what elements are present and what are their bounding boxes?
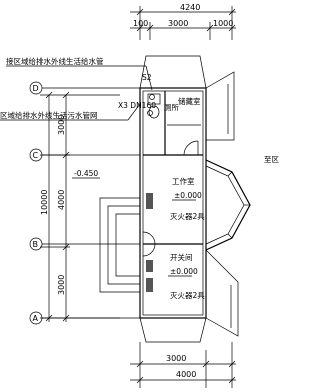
axis-a-bubble (29, 311, 43, 325)
dim-bottom-mid: 3000 (166, 354, 186, 363)
outside-level: -0.450 (74, 169, 98, 178)
toilet-fixture (147, 93, 161, 105)
room-toilet: 厕所 (164, 102, 179, 112)
water-supply-note: 接区域给排水外线生活给水管 (6, 56, 104, 66)
axis-b-bubble (29, 237, 43, 251)
top-dimension-chain: 4240 100 3000 1000 (130, 3, 236, 40)
axis-d-label: D (33, 84, 39, 93)
bottom-dimension-chain: 3000 4000 (130, 342, 236, 388)
dim-left-total: 10000 (40, 190, 49, 215)
axis-c-label: C (33, 151, 39, 160)
dim-top-mid: 3000 (168, 19, 188, 28)
room-storage: 储藏室 (178, 96, 201, 106)
pipe-tag-s2: S2 (142, 73, 152, 82)
dim-top-right: 1000 (213, 19, 233, 28)
axis-d-bubble (29, 81, 43, 95)
room-extinguisher-1: 灭火器2具 (170, 212, 205, 221)
dim-left-lower: 3000 (57, 275, 66, 295)
floor-plan-drawing: 4240 100 3000 1000 10000 4000 3000 3000 … (0, 3, 279, 388)
dim-left-upper2: 3000 (57, 115, 66, 135)
pipe-outlet-icon (147, 110, 153, 116)
axis-a-label: A (33, 314, 39, 323)
equipment-block (146, 193, 153, 209)
dim-left-upper: 4000 (57, 190, 66, 210)
right-edge-note: 至区 (264, 155, 279, 164)
pipe-size-label: X3 DN160 (118, 101, 156, 110)
axis-c-bubble (29, 148, 43, 162)
room-work-level: ±0.000 (174, 191, 202, 200)
dim-top-total: 4240 (180, 3, 200, 12)
room-labels: 储藏室 厕所 工作室 ±0.000 灭火器2具 开关间 ±0.000 灭火器2具… (72, 96, 205, 300)
room-switch: 开关间 (170, 252, 193, 262)
room-switch-level: ±0.000 (170, 267, 198, 276)
pipe-annotations: 接区域给排水外线生活给水管 区域给排水外线生活污水管网 S2 X3 DN160 … (0, 56, 279, 164)
toilet-bowl (148, 105, 160, 119)
room-extinguisher-2: 灭火器2具 (170, 291, 205, 300)
drainage-note: 区域给排水外线生活污水管网 (0, 110, 98, 120)
equipment-block (146, 278, 153, 292)
pipe-outlet-icon (149, 94, 155, 100)
axis-b-label: B (33, 240, 39, 249)
building-walls (99, 55, 251, 343)
dim-top-left: 100 (133, 19, 148, 28)
room-work: 工作室 (172, 176, 195, 186)
axis-markers: D C B A (29, 81, 140, 325)
equipment-block (146, 260, 153, 272)
dim-bottom-total: 4000 (176, 370, 196, 379)
